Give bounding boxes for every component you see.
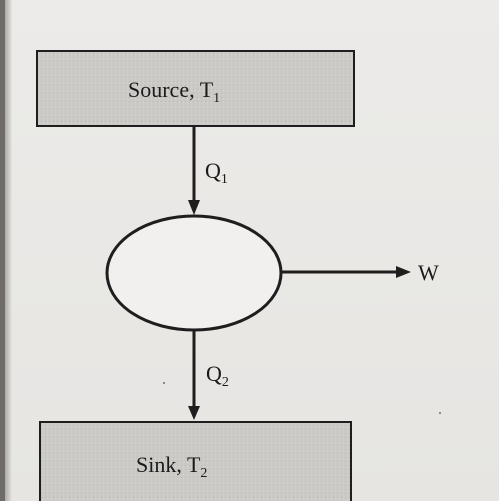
work-output-arrow: [281, 266, 411, 278]
page-edge-dark: [0, 0, 5, 501]
heat-input-arrow: [188, 126, 200, 215]
source-label: Source, T1: [128, 77, 220, 106]
heat-engine-circle: [105, 214, 283, 332]
source-reservoir: Source, T1: [36, 50, 355, 127]
heat-output-arrow: [188, 330, 200, 420]
sink-reservoir: Sink, T2: [39, 421, 352, 501]
work-label: W: [418, 260, 439, 285]
sink-label: Sink, T2: [136, 452, 207, 481]
heat-output-label: Q2: [206, 361, 229, 390]
print-speck: [439, 412, 441, 414]
sink-box: [39, 421, 352, 501]
print-speck: [163, 382, 165, 384]
heat-input-label: Q1: [205, 158, 228, 187]
source-box: [36, 50, 355, 127]
